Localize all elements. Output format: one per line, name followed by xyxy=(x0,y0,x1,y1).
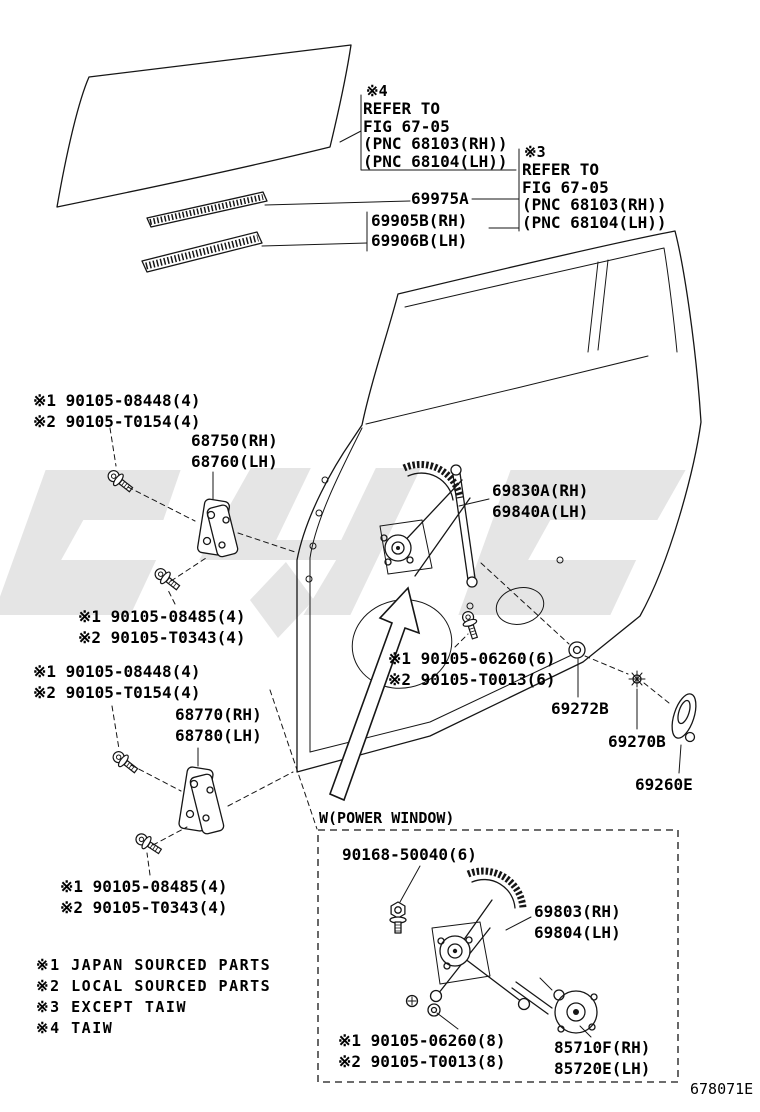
note-line: (PNC 68104(LH)) xyxy=(522,214,667,232)
handle-snap xyxy=(629,671,645,687)
legend-item: ※1 JAPAN SOURCED PARTS xyxy=(36,955,271,976)
part-line: 68770(RH) xyxy=(175,705,262,726)
fastener-label-pw-screws: ※1 90105-06260(8) ※2 90105-T0013(8) xyxy=(338,1031,506,1072)
part-line: 85720E(LH) xyxy=(554,1059,650,1080)
bolt-icon xyxy=(133,830,164,857)
regulator-washer xyxy=(569,642,585,658)
fastener-label-upper-hinge: ※1 90105-08448(4) ※2 90105-T0154(4) xyxy=(33,391,201,432)
fastener-label-lower-hinge-body: ※1 90105-08485(4) ※2 90105-T0343(4) xyxy=(60,877,228,918)
part-label-pw-bolt: 90168-50040(6) xyxy=(342,845,477,866)
legend-item: ※3 EXCEPT TAIW xyxy=(36,997,271,1018)
note-line: (PNC 68103(RH)) xyxy=(363,135,508,153)
regulator-handle xyxy=(667,691,700,741)
fastener-line: ※1 90105-08448(4) xyxy=(33,391,201,412)
note-line: FIG 67-05 xyxy=(522,179,667,197)
fastener-label-lower-hinge: ※1 90105-08448(4) ※2 90105-T0154(4) xyxy=(33,662,201,703)
legend-item: ※4 TAIW xyxy=(36,1018,271,1039)
note-mark-taiw: ※4 xyxy=(366,84,388,99)
fastener-line: ※1 90105-06260(8) xyxy=(338,1031,506,1052)
door-glass xyxy=(57,45,351,207)
note-line: FIG 67-05 xyxy=(363,118,508,136)
part-label-pw-motor: 85710F(RH) 85720E(LH) xyxy=(554,1038,650,1079)
part-line: 69830A(RH) xyxy=(492,481,588,502)
fastener-line: ※2 90105-T0154(4) xyxy=(33,412,201,433)
part-label-glass-run: 69975A xyxy=(411,189,469,210)
fastener-line: ※2 90105-T0154(4) xyxy=(33,683,201,704)
figure-code: 678071E xyxy=(690,1079,753,1100)
part-line: 68780(LH) xyxy=(175,726,262,747)
part-line: 68750(RH) xyxy=(191,431,278,452)
fastener-label-upper-hinge-body: ※1 90105-08485(4) ※2 90105-T0343(4) xyxy=(78,607,246,648)
assembly-direction-arrow xyxy=(330,588,419,800)
fastener-line: ※2 90105-T0343(4) xyxy=(78,628,246,649)
legend-item: ※2 LOCAL SOURCED PARTS xyxy=(36,976,271,997)
part-line: 85710F(RH) xyxy=(554,1038,650,1059)
note-line: (PNC 68103(RH)) xyxy=(522,196,667,214)
fastener-line: ※1 90105-08485(4) xyxy=(78,607,246,628)
note-taiw: REFER TO FIG 67-05 (PNC 68103(RH)) (PNC … xyxy=(363,100,508,170)
note-line: REFER TO xyxy=(522,161,667,179)
part-line: 68760(LH) xyxy=(191,452,278,473)
fastener-line: ※1 90105-08448(4) xyxy=(33,662,201,683)
fastener-label-regulator: ※1 90105-06260(6) ※2 90105-T0013(6) xyxy=(388,649,556,690)
part-label-belt-molding-lh: 69906B(LH) xyxy=(371,231,467,252)
fastener-line: ※2 90105-T0013(8) xyxy=(338,1052,506,1073)
part-label-handle: 69260E xyxy=(635,775,693,796)
pw-bolt xyxy=(390,902,406,933)
part-label-snap: 69270B xyxy=(608,732,666,753)
bolt-icon xyxy=(110,748,140,776)
legend: ※1 JAPAN SOURCED PARTS ※2 LOCAL SOURCED … xyxy=(36,955,271,1039)
note-mark-except-taiw: ※3 xyxy=(524,145,546,160)
bolt-icon xyxy=(152,565,182,593)
note-line: (PNC 68104(LH)) xyxy=(363,153,508,171)
fastener-line: ※1 90105-06260(6) xyxy=(388,649,556,670)
lower-hinge xyxy=(178,766,224,834)
part-line: 69840A(LH) xyxy=(492,502,588,523)
part-label-belt-molding-rh: 69905B(RH) xyxy=(371,211,467,232)
part-line: 69803(RH) xyxy=(534,902,621,923)
fastener-line: ※2 90105-T0343(4) xyxy=(60,898,228,919)
pw-screw xyxy=(407,996,418,1007)
fastener-line: ※1 90105-08485(4) xyxy=(60,877,228,898)
part-line: 69804(LH) xyxy=(534,923,621,944)
note-except-taiw: REFER TO FIG 67-05 (PNC 68103(RH)) (PNC … xyxy=(522,161,667,231)
part-label-pw-regulator: 69803(RH) 69804(LH) xyxy=(534,902,621,943)
power-window-title: W(POWER WINDOW) xyxy=(319,808,454,829)
part-label-washer: 69272B xyxy=(551,699,609,720)
belt-molding-outer xyxy=(147,192,267,227)
part-label-lower-hinge: 68770(RH) 68780(LH) xyxy=(175,705,262,746)
fastener-line: ※2 90105-T0013(6) xyxy=(388,670,556,691)
part-label-upper-hinge: 68750(RH) 68760(LH) xyxy=(191,431,278,472)
note-line: REFER TO xyxy=(363,100,508,118)
part-label-regulator: 69830A(RH) 69840A(LH) xyxy=(492,481,588,522)
belt-molding-inner xyxy=(142,232,262,272)
